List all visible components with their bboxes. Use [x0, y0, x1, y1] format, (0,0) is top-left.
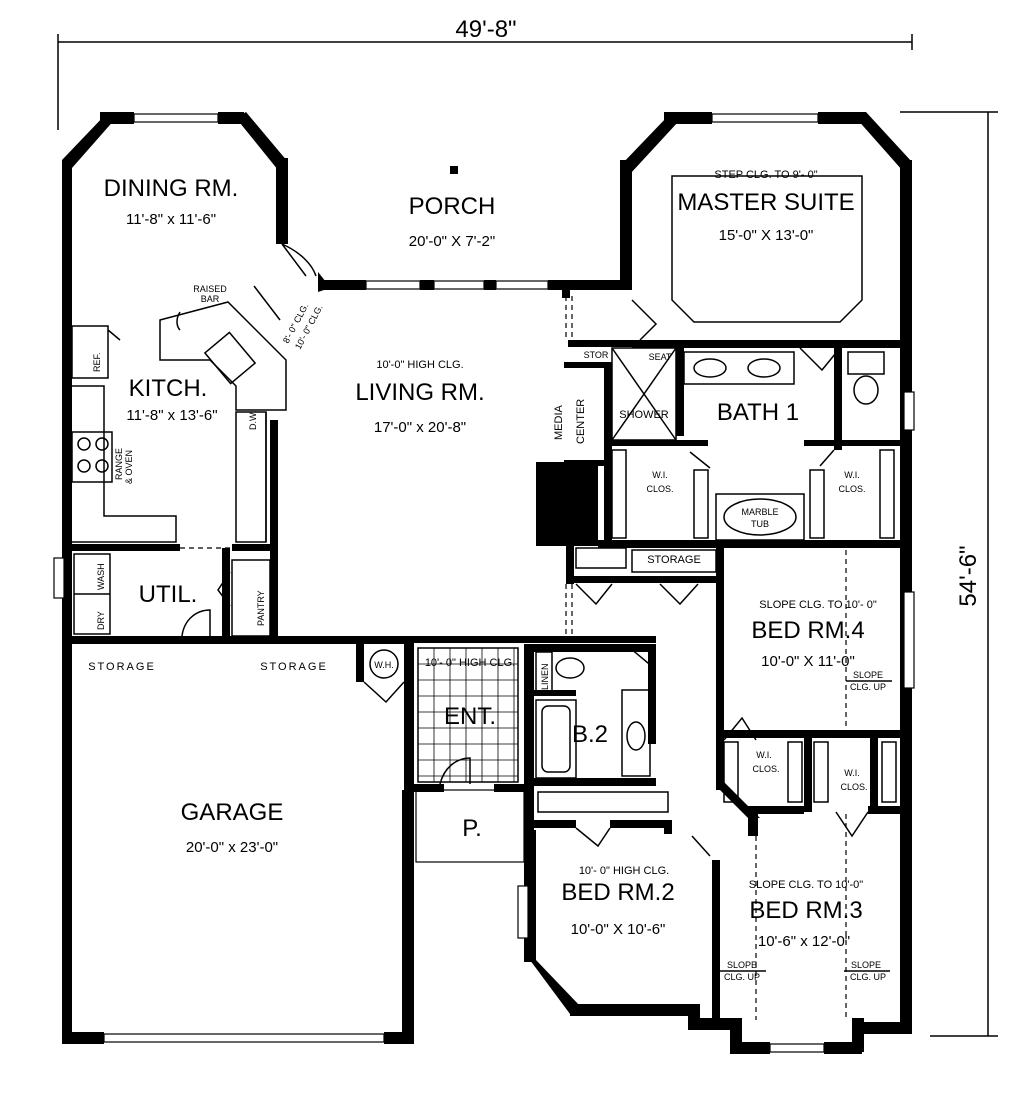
master-suite-note: STEP CLG. TO 9'- 0"	[714, 169, 817, 181]
marble-tub-label-1: MARBLE	[741, 507, 778, 517]
garage-size: 20'-0" x 23'-0"	[186, 839, 278, 856]
dishwasher-label: D.W.	[248, 411, 258, 431]
living-room-note: 10'-0" HIGH CLG.	[376, 359, 463, 371]
marble-tub-label-2: TUB	[751, 519, 769, 529]
bed2-size: 10'-0" X 10'-6"	[571, 921, 666, 938]
bed3-slope-right-2: CLG. UP	[850, 972, 886, 982]
entry-name: ENT.	[444, 703, 496, 730]
dry-label: DRY	[96, 611, 106, 630]
overall-width-label: 49'-8"	[455, 16, 516, 43]
entry-note: 10'- 0" HIGH CLG.	[425, 657, 515, 669]
wi-closet-1-bottom: CLOS.	[646, 484, 673, 494]
porch-size: 20'-0" X 7'-2"	[409, 233, 495, 250]
fixture-labels: RAISED BAR 8'- 0" CLG. 10'- 0" CLG. REF.…	[88, 284, 886, 982]
slope-arrows	[720, 680, 892, 972]
raised-bar-label-1: RAISED	[193, 284, 227, 294]
raised-bar-label-2: BAR	[201, 294, 220, 304]
kitchen-fixtures	[71, 285, 287, 543]
range-label-1: RANGE	[114, 448, 124, 480]
garage-storage-right: STORAGE	[260, 661, 328, 673]
range-label-2: & OVEN	[124, 450, 134, 484]
bed4-slope-2: CLG. UP	[850, 682, 886, 692]
porch-name: PORCH	[409, 193, 496, 220]
bed3-note: SLOPE CLG. TO 10'-0"	[749, 879, 864, 891]
living-room-name: LIVING RM.	[355, 379, 484, 406]
storage-label: STORAGE	[647, 554, 701, 566]
garage-name: GARAGE	[181, 799, 284, 826]
bed4-note: SLOPE CLG. TO 10'- 0"	[759, 599, 877, 611]
interior-walls	[62, 290, 906, 1020]
kitchen-size: 11'-8" x 13'-6"	[126, 407, 217, 424]
center-label: CENTER	[575, 399, 587, 444]
water-heater-label: W.H.	[374, 660, 394, 670]
shower-label: SHOWER	[619, 409, 669, 421]
garage-storage-left: STORAGE	[88, 661, 156, 673]
bath2-fixtures	[369, 649, 651, 779]
linen-label: LINEN	[540, 663, 550, 690]
windows	[53, 113, 915, 1053]
master-suite-name: MASTER SUITE	[677, 189, 854, 216]
doors	[181, 243, 869, 857]
wi-closet-1-top: W.I.	[652, 470, 668, 480]
kitchen-name: KITCH.	[129, 375, 208, 402]
bed3-size: 10'-6" x 12'-0"	[758, 933, 850, 950]
bed4-wi-closet-1-bottom: CLOS.	[752, 764, 779, 774]
overall-depth-label: 54'-6"	[955, 545, 982, 606]
wi-closet-2-top: W.I.	[844, 470, 860, 480]
wi-closet-2-bottom: CLOS.	[838, 484, 865, 494]
dashed-lines	[180, 175, 863, 1020]
seat-label: SEAT	[649, 352, 672, 362]
wash-label: WASH	[96, 563, 106, 590]
bath1-fixtures	[611, 347, 885, 541]
bed2-name: BED RM.2	[561, 879, 674, 906]
media-label: MEDIA	[553, 405, 565, 441]
pantry-label: PANTRY	[256, 590, 266, 626]
living-room-size: 17'-0" x 20'-8"	[374, 419, 466, 436]
dimension-lines	[57, 34, 998, 1037]
bed4-slope-1: SLOPE	[853, 670, 883, 680]
entry-tiles	[417, 647, 519, 783]
bed3-wi-closet-top: W.I.	[844, 768, 860, 778]
room-labels: DINING RM. 11'-8" x 11'-6" PORCH 20'-0" …	[104, 169, 877, 950]
bed3-slope-left-2: CLG. UP	[724, 972, 760, 982]
ref-label: REF.	[92, 352, 102, 372]
bed3-slope-left-1: SLOPE	[727, 960, 757, 970]
porch-small-name: P.	[462, 815, 482, 842]
bed4-wi-closet-1-top: W.I.	[756, 750, 772, 760]
bath2-name: B.2	[572, 721, 608, 748]
bed4-name: BED RM.4	[751, 617, 864, 644]
util-name: UTIL.	[139, 581, 198, 608]
bed3-name: BED RM.3	[749, 897, 862, 924]
dining-room-name: DINING RM.	[104, 175, 239, 202]
bath1-name: BATH 1	[717, 399, 799, 426]
bed3-slope-right-1: SLOPE	[851, 960, 881, 970]
master-suite-size: 15'-0" X 13'-0"	[719, 227, 814, 244]
bed4-size: 10'-0" X 11'-0"	[761, 653, 855, 670]
bed2-note: 10'- 0" HIGH CLG.	[579, 865, 669, 877]
closet-shelving	[537, 449, 897, 813]
dining-room-size: 11'-8" x 11'-6"	[126, 211, 216, 228]
bed3-wi-closet-bottom: CLOS.	[840, 782, 867, 792]
stor-label: STOR	[584, 350, 609, 360]
utility-fixtures	[73, 553, 271, 637]
